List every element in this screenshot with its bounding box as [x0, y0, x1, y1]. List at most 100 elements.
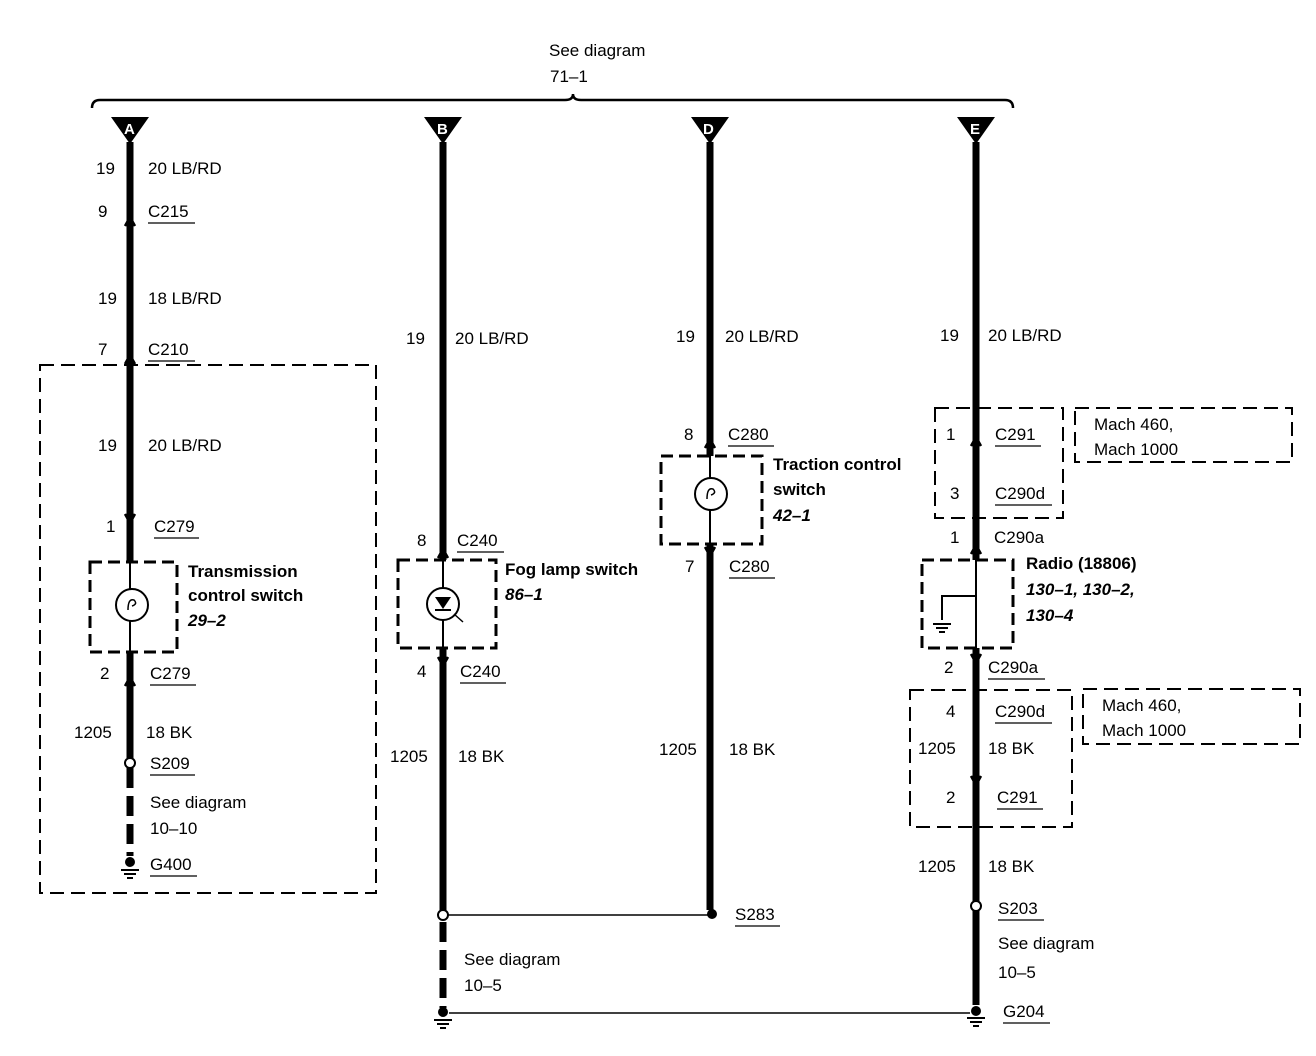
mach-note-bot-2: Mach 1000: [1102, 721, 1186, 740]
wire-a2-number: 19: [98, 289, 117, 308]
switch-symbol-icon: [694, 477, 728, 511]
ground-icon: [966, 1017, 986, 1027]
c290a-top-label: C290a: [994, 528, 1045, 547]
c240-bot-label: C240: [460, 662, 501, 681]
c280-top-label: C280: [728, 425, 769, 444]
wire-a1-number: 19: [96, 159, 115, 178]
ground-icon: [120, 869, 140, 879]
column-a: A 19 20 LB/RD 9 C215 19 18 LB/RD 7 C210 …: [39, 117, 377, 894]
c290a-bot-label: C290a: [988, 658, 1039, 677]
connector-a-label: A: [124, 121, 135, 138]
c279-bot-label: C279: [150, 664, 191, 683]
mach-option-box-bottom: [909, 689, 1073, 828]
splice-dot-icon: [124, 757, 136, 769]
c210-label: C210: [148, 340, 189, 359]
radio-ref-2: 130–4: [1026, 606, 1074, 625]
splice-dot-icon: [970, 900, 982, 912]
transmission-switch-label-1: Transmission: [188, 562, 298, 581]
wire-a2-spec: 18 LB/RD: [148, 289, 222, 308]
fog-lamp-switch-label: Fog lamp switch: [505, 560, 638, 579]
c240-top-pin: 8: [417, 531, 426, 550]
transmission-switch-ref: 29–2: [187, 611, 226, 630]
c290a-top-pin: 1: [950, 528, 959, 547]
traction-switch-ref: 42–1: [772, 506, 811, 525]
connector-b-triangle: [424, 117, 462, 144]
c290d-bot-pin: 4: [946, 702, 955, 721]
s283-label: S283: [735, 905, 775, 924]
column-d: D 19 20 LB/RD 8 C280 Traction control sw…: [659, 117, 901, 927]
wire-e1-spec: 20 LB/RD: [988, 326, 1062, 345]
connector-a-triangle: [111, 117, 149, 144]
fog-lamp-switch-ref: 86–1: [505, 585, 543, 604]
see-diagram-a-2: 10–10: [150, 819, 197, 838]
see-diagram-b-2: 10–5: [464, 976, 502, 995]
see-diagram-e-1: See diagram: [998, 934, 1094, 953]
column-b: B 19 20 LB/RD 8 C240 Fog lamp switch 86–…: [390, 117, 638, 1029]
c279-top-pin: 1: [106, 517, 115, 536]
traction-switch-label-2: switch: [773, 480, 826, 499]
c240-bot-pin: 4: [417, 662, 426, 681]
wire-e1-number: 19: [940, 326, 959, 345]
s203-label: S203: [998, 899, 1038, 918]
wire-b1-spec: 20 LB/RD: [455, 329, 529, 348]
wire-b2-spec: 18 BK: [458, 747, 505, 766]
header-diagram-ref: 71–1: [550, 67, 588, 86]
transmission-switch-label-2: control switch: [188, 586, 303, 605]
c240-top-label: C240: [457, 531, 498, 550]
ground-icon: [433, 1019, 453, 1029]
c279-bot-pin: 2: [100, 664, 109, 683]
wire-b2-number: 1205: [390, 747, 428, 766]
connector-d-label: D: [703, 121, 714, 138]
radio-ref-1: 130–1, 130–2,: [1026, 580, 1135, 599]
c291-top-pin: 1: [946, 425, 955, 444]
mach-note-box-top: [1074, 407, 1293, 463]
wire-a3-spec: 20 LB/RD: [148, 436, 222, 455]
wire-b1-number: 19: [406, 329, 425, 348]
wire-d1-spec: 20 LB/RD: [725, 327, 799, 346]
c290d-top-pin: 3: [950, 484, 959, 503]
c290a-bot-pin: 2: [944, 658, 953, 677]
mach-note-top-2: Mach 1000: [1094, 440, 1178, 459]
wire-a3-number: 19: [98, 436, 117, 455]
g204-label: G204: [1003, 1002, 1045, 1021]
see-diagram-a-1: See diagram: [150, 793, 246, 812]
wire-d2-spec: 18 BK: [729, 740, 776, 759]
c215-pin: 9: [98, 202, 107, 221]
header-see-diagram: See diagram: [549, 41, 645, 60]
wire-e2-spec: 18 BK: [988, 739, 1035, 758]
transmission-module-box: [39, 364, 377, 894]
see-diagram-e-2: 10–5: [998, 963, 1036, 982]
mach-note-bot-1: Mach 460,: [1102, 696, 1181, 715]
c215-label: C215: [148, 202, 189, 221]
switch-symbol-icon: [115, 588, 149, 622]
c290d-top-label: C290d: [995, 484, 1045, 503]
top-bracket: [90, 93, 1015, 109]
connector-e-triangle: [957, 117, 995, 144]
wire-a4-spec: 18 BK: [146, 723, 193, 742]
mach-note-box-bottom: [1082, 688, 1301, 745]
c280-top-pin: 8: [684, 425, 693, 444]
traction-switch-label-1: Traction control: [773, 455, 901, 474]
radio-box: [920, 558, 1015, 650]
c279-top-label: C279: [154, 517, 195, 536]
column-e: E 19 20 LB/RD 1 C291 3 C290d Mach 460, M…: [909, 117, 1301, 1027]
connector-d-triangle: [691, 117, 729, 144]
mach-note-top-1: Mach 460,: [1094, 415, 1173, 434]
c210-pin: 7: [98, 340, 107, 359]
wire-d2-number: 1205: [659, 740, 697, 759]
mach-option-box-top: [934, 407, 1064, 519]
wire-e2-number: 1205: [918, 739, 956, 758]
c290d-bot-label: C290d: [995, 702, 1045, 721]
s209-label: S209: [150, 754, 190, 773]
g400-label: G400: [150, 855, 192, 874]
wire-a1-spec: 20 LB/RD: [148, 159, 222, 178]
c280-bot-pin: 7: [685, 557, 694, 576]
c291-top-label: C291: [995, 425, 1036, 444]
connector-e-label: E: [970, 121, 980, 138]
splice-dot-icon: [707, 909, 717, 919]
c280-bot-label: C280: [729, 557, 770, 576]
radio-label: Radio (18806): [1026, 554, 1137, 573]
c291-bot-label: C291: [997, 788, 1038, 807]
wire-e3-spec: 18 BK: [988, 857, 1035, 876]
